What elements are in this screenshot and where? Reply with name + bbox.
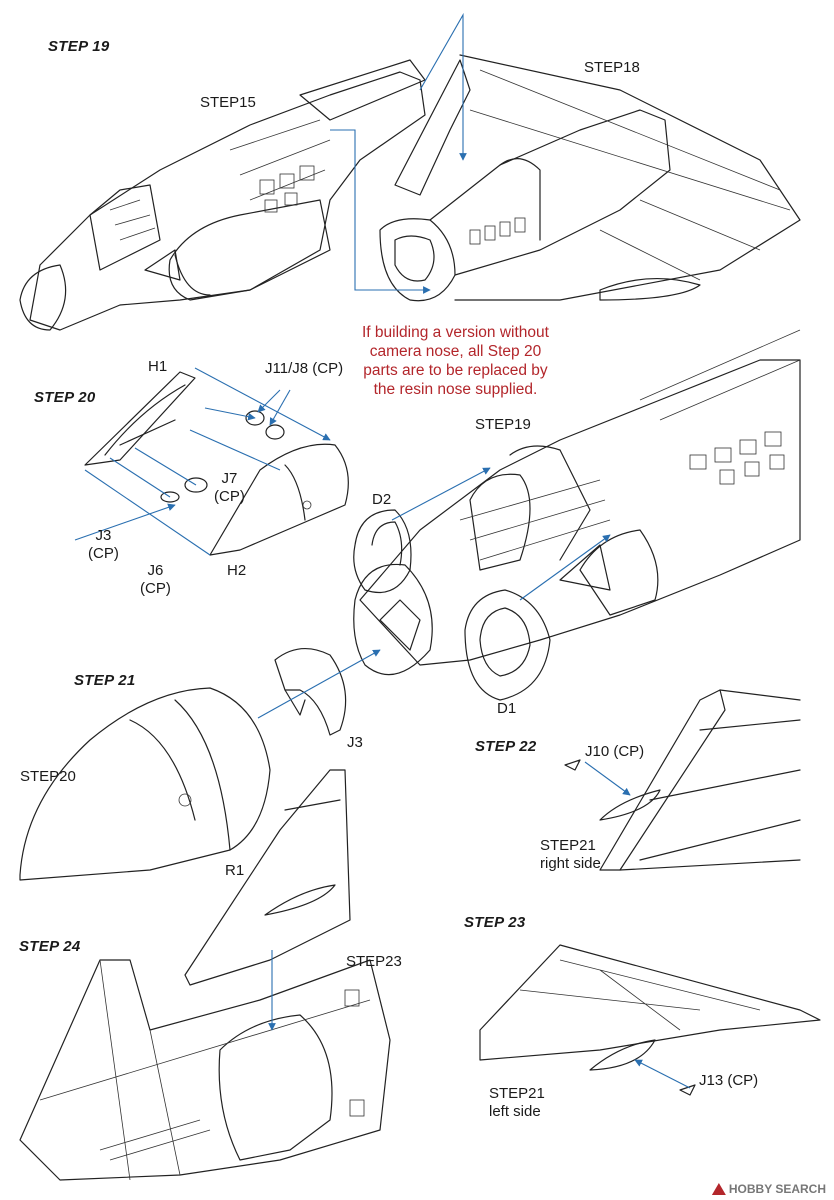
ref-step19: STEP19 (475, 416, 531, 433)
step23-title: STEP 23 (464, 914, 526, 931)
step24-fuselage (19, 959, 391, 1181)
step21-arrow (257, 649, 381, 719)
part-j13: J13 (CP) (699, 1072, 759, 1089)
ref-step18: STEP18 (584, 59, 640, 76)
step24-title: STEP 24 (19, 938, 81, 955)
part-j6-line1: J6 (147, 562, 164, 579)
ref-step20: STEP20 (20, 768, 76, 785)
ref-step21-left-line1: STEP21 (489, 1085, 545, 1102)
part-j11-j8: J11/J8 (CP) (265, 360, 344, 377)
intake-d2 (353, 509, 412, 594)
part-j3-cp-line1: J3 (95, 527, 112, 544)
watermark-text: HOBBY SEARCH (728, 1182, 826, 1196)
arrow-d1 (519, 534, 611, 601)
step23-wing (479, 944, 821, 1096)
ref-step23: STEP23 (346, 953, 402, 970)
step20-fuselage (353, 329, 801, 676)
ref-step21-right-line1: STEP21 (540, 837, 596, 854)
intake-d1 (464, 589, 551, 701)
step22-title: STEP 22 (475, 738, 537, 755)
part-d2: D2 (372, 491, 392, 508)
part-j7-line1: J7 (221, 470, 238, 487)
part-j3-cp-line2: (CP) (88, 545, 119, 562)
step21-bulkhead-j3 (274, 648, 347, 736)
step24-fin-r1 (184, 769, 351, 986)
part-h1: H1 (148, 358, 168, 375)
ref-step15: STEP15 (200, 94, 256, 111)
watermark: HOBBY SEARCH (711, 1182, 826, 1196)
note-line3: parts are to be replaced by (363, 362, 548, 379)
step19-arrow-upper (419, 12, 467, 161)
step23-arrow (634, 1059, 691, 1089)
step20-arrows (74, 367, 331, 556)
step21-nose-cone (19, 687, 271, 881)
step19-title: STEP 19 (48, 38, 110, 55)
part-j10: J10 (CP) (585, 743, 645, 760)
resin-nose-note: If building a version without camera nos… (362, 323, 549, 399)
step21-title: STEP 21 (74, 672, 136, 689)
part-j7: J7 (CP) (214, 470, 245, 506)
step18-assembly (379, 54, 801, 302)
arrow-d2 (391, 467, 491, 521)
note-line1: If building a version without (362, 324, 549, 341)
ref-step21-right: STEP21 right side (540, 837, 601, 873)
part-d1: D1 (497, 700, 517, 717)
part-r1: R1 (225, 862, 245, 879)
step20-nose-parts (84, 371, 349, 556)
note-line4: the resin nose supplied. (373, 381, 538, 398)
step20-title: STEP 20 (34, 389, 96, 406)
step22-wing (564, 689, 801, 871)
part-j3: J3 (347, 734, 363, 751)
step19-arrow-lower (330, 129, 431, 294)
part-j6: J6 (CP) (140, 562, 171, 598)
ref-step21-left-line2: left side (489, 1103, 541, 1120)
part-j3-cp: J3 (CP) (88, 527, 119, 563)
part-h2: H2 (227, 562, 247, 579)
ref-step21-left: STEP21 left side (489, 1085, 545, 1121)
step19-fuselage (19, 59, 426, 331)
hobby-search-logo-icon (711, 1183, 726, 1195)
part-j6-line2: (CP) (140, 580, 171, 597)
note-line2: camera nose, all Step 20 (369, 343, 542, 360)
ref-step21-right-line2: right side (540, 855, 601, 872)
part-j7-line2: (CP) (214, 488, 245, 505)
step22-arrow (584, 761, 631, 796)
